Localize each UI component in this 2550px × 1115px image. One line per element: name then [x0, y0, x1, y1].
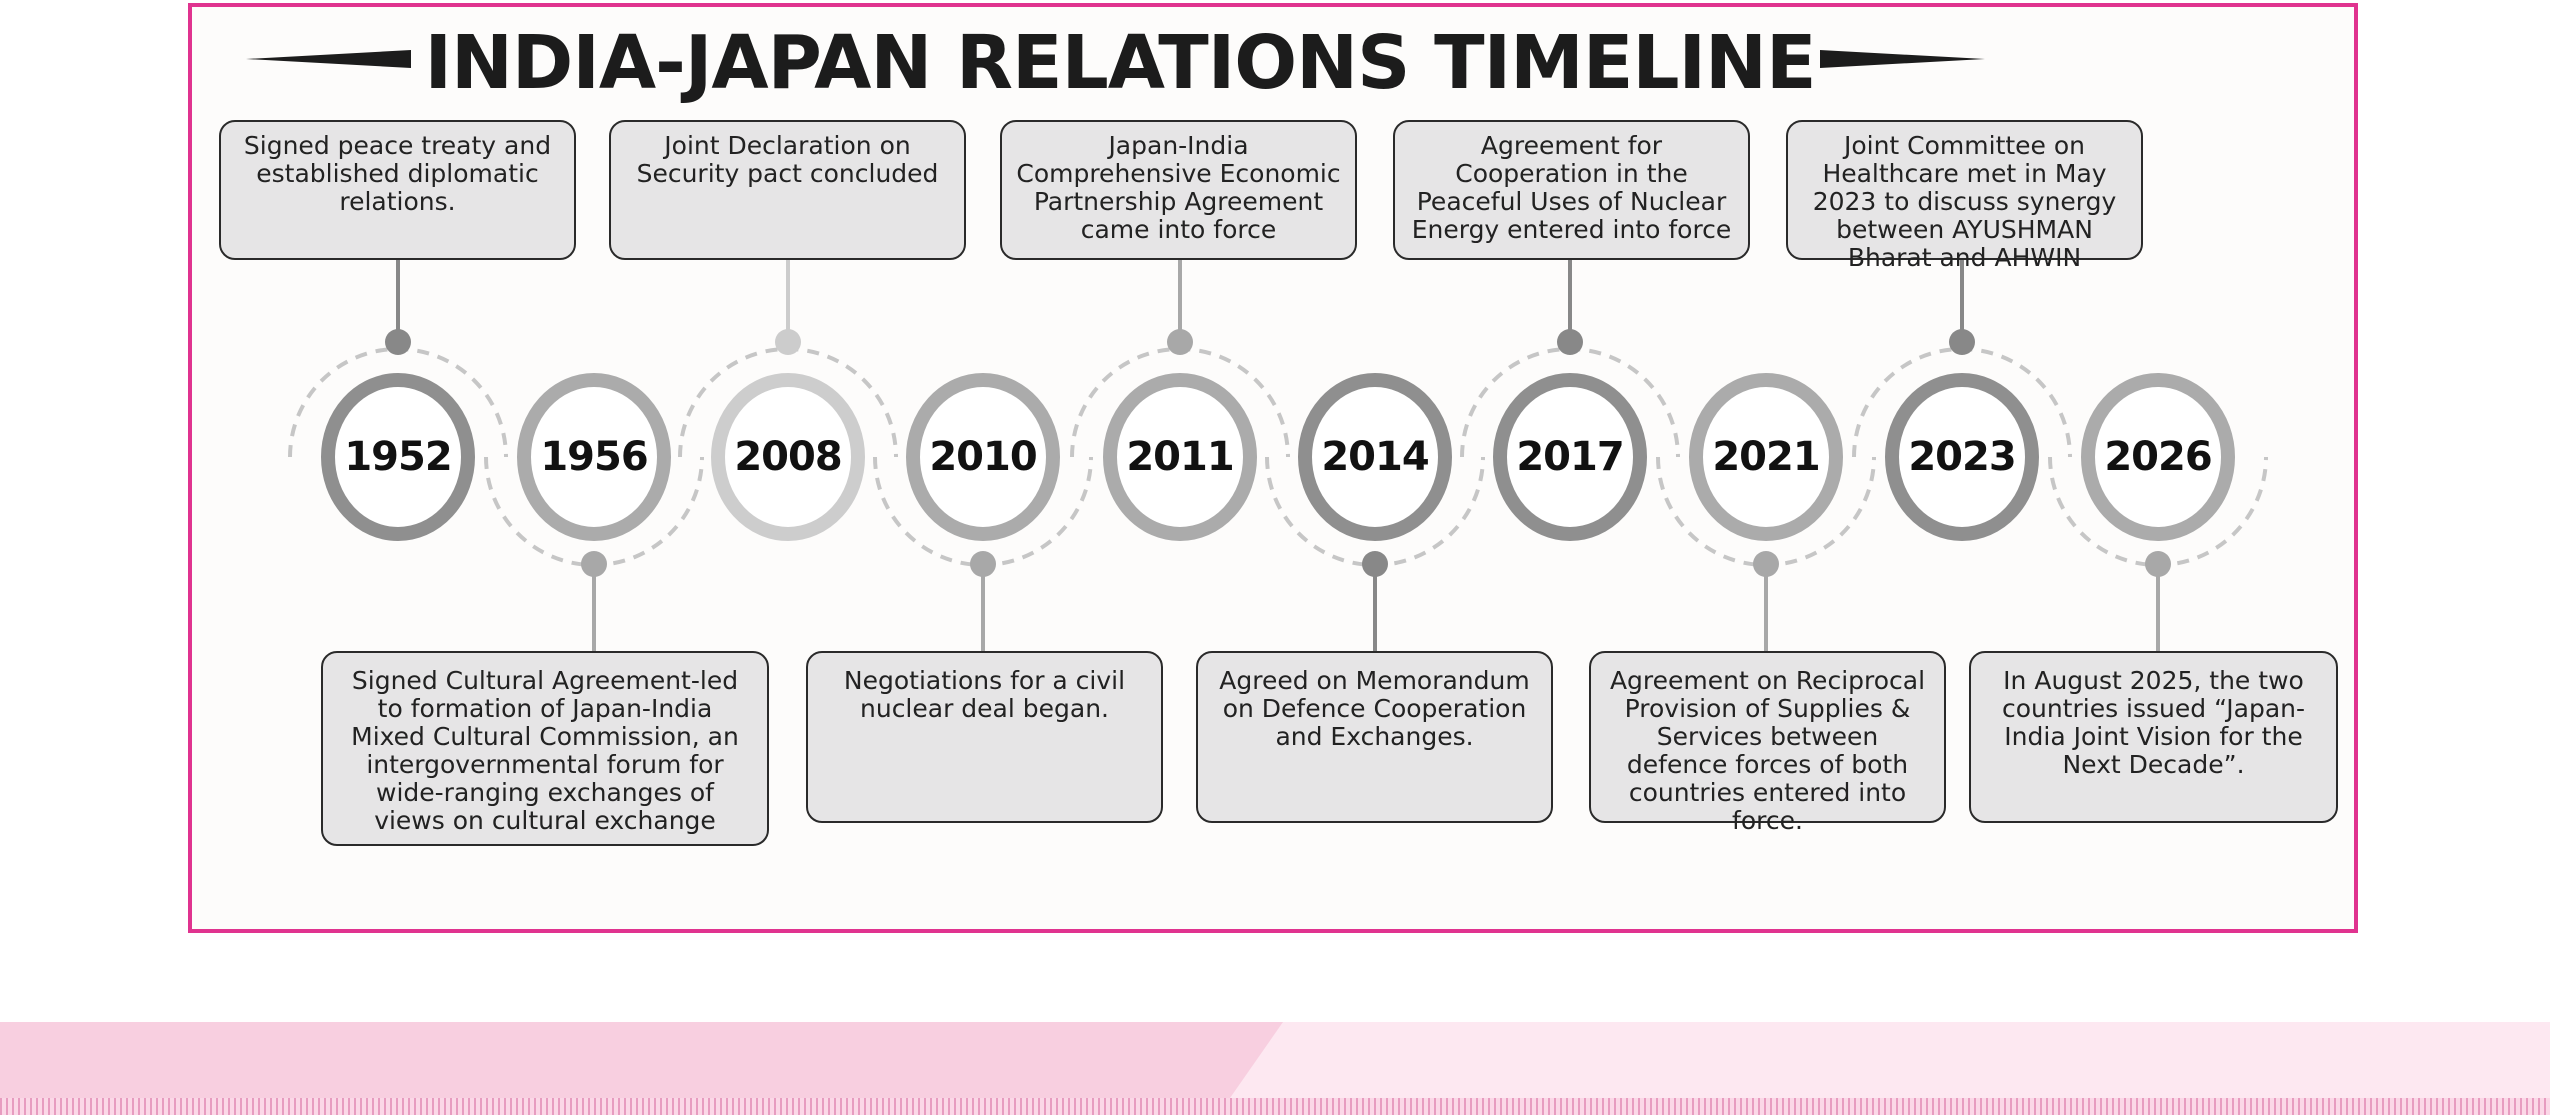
footer-band	[0, 1022, 2550, 1098]
event-text: In August 2025, the two countries issued…	[2001, 666, 2306, 779]
event-box: Agreement on Reciprocal Provision of Sup…	[1589, 651, 1946, 835]
year-label: 2008	[734, 434, 842, 480]
event-box: Agreed on Memorandum on Defence Cooperat…	[1196, 651, 1553, 823]
event-box: Signed peace treaty and established dipl…	[219, 120, 576, 260]
year-label: 2014	[1321, 434, 1429, 480]
year-label: 2010	[929, 434, 1037, 480]
year-label: 1956	[540, 434, 648, 480]
event-box: Agreement for Cooperation in the Peacefu…	[1393, 120, 1750, 260]
event-box: Japan-India Comprehensive Economic Partn…	[1000, 120, 1357, 260]
event-text: Joint Committee on Healthcare met in May…	[1812, 131, 2117, 272]
year-label: 2017	[1516, 434, 1624, 480]
footer-stripes	[0, 1098, 2550, 1115]
title-right-bar	[1820, 50, 1985, 68]
event-box: Joint Committee on Healthcare met in May…	[1786, 120, 2143, 272]
connector-dot	[2145, 551, 2171, 577]
footer-shape	[0, 1022, 2550, 1098]
connector-dot	[385, 329, 411, 355]
connector-dot	[970, 551, 996, 577]
title-banner: INDIA-JAPAN RELATIONS TIMELINE	[0, 18, 2550, 108]
year-ring	[2081, 373, 2235, 541]
title-left-bar	[246, 50, 411, 68]
connector-dot	[1557, 329, 1583, 355]
year-ring	[1493, 373, 1647, 541]
year-ring	[1689, 373, 1843, 541]
year-ring	[321, 373, 475, 541]
connector-dot	[775, 329, 801, 355]
year-label: 2026	[2104, 434, 2212, 480]
year-ring	[1103, 373, 1257, 541]
event-box: Joint Declaration on Security pact concl…	[609, 120, 966, 260]
timeline-graphic	[288, 260, 2268, 651]
event-text: Japan-India Comprehensive Economic Partn…	[1016, 131, 1341, 244]
page-title: INDIA-JAPAN RELATIONS TIMELINE	[424, 20, 1816, 106]
connector-dot	[1167, 329, 1193, 355]
year-ring	[517, 373, 671, 541]
year-label: 1952	[344, 434, 452, 480]
year-ring	[1885, 373, 2039, 541]
year-ring	[711, 373, 865, 541]
year-label: 2023	[1908, 434, 2016, 480]
event-text: Negotiations for a civil nuclear deal be…	[843, 666, 1126, 723]
event-text: Signed peace treaty and established dipl…	[243, 131, 552, 216]
event-text: Agreement on Reciprocal Provision of Sup…	[1609, 666, 1926, 835]
event-text: Agreement for Cooperation in the Peacefu…	[1411, 131, 1732, 244]
event-text: Agreed on Memorandum on Defence Cooperat…	[1219, 666, 1530, 751]
year-ring	[1298, 373, 1452, 541]
year-ring	[906, 373, 1060, 541]
year-label: 2021	[1712, 434, 1820, 480]
event-box: Signed Cultural Agreement-led to formati…	[321, 651, 769, 846]
connector-dot	[1949, 329, 1975, 355]
event-box: Negotiations for a civil nuclear deal be…	[806, 651, 1163, 823]
connector-dot	[1753, 551, 1779, 577]
event-text: Signed Cultural Agreement-led to formati…	[351, 666, 739, 835]
event-box: In August 2025, the two countries issued…	[1969, 651, 2338, 823]
connector-dot	[1362, 551, 1388, 577]
year-label: 2011	[1126, 434, 1234, 480]
event-text: Joint Declaration on Security pact concl…	[636, 131, 939, 188]
connector-dot	[581, 551, 607, 577]
